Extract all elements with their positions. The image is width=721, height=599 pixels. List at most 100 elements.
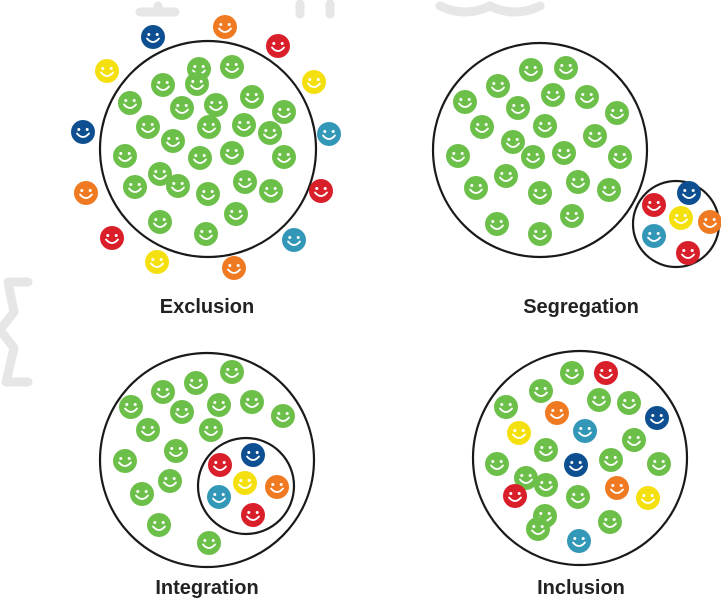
smiley-face-icon xyxy=(113,144,137,168)
smiley-face-icon xyxy=(608,145,632,169)
smiley-face-icon xyxy=(605,101,629,125)
smiley-face-icon xyxy=(232,113,256,137)
smiley-face-icon xyxy=(188,146,212,170)
smiley-face-icon xyxy=(185,72,209,96)
smiley-face-icon xyxy=(528,181,552,205)
smiley-face-icon xyxy=(533,114,557,138)
smiley-face-icon xyxy=(501,130,525,154)
smiley-face-icon xyxy=(528,222,552,246)
smiley-face-icon xyxy=(147,513,171,537)
smiley-face-icon xyxy=(575,85,599,109)
watermark xyxy=(0,0,545,387)
smiley-face-icon xyxy=(259,179,283,203)
majority-group-circle xyxy=(431,41,649,259)
inclusion-diagram xyxy=(471,349,689,567)
smiley-face-icon xyxy=(519,58,543,82)
smiley-face-icon xyxy=(521,145,545,169)
smiley-face-icon xyxy=(597,178,621,202)
smiley-face-icon xyxy=(594,361,618,385)
smiley-face-icon xyxy=(208,453,232,477)
smiley-face-icon xyxy=(534,473,558,497)
smiley-face-icon xyxy=(534,438,558,462)
smiley-face-icon xyxy=(526,517,550,541)
smiley-face-icon xyxy=(184,371,208,395)
smiley-face-icon xyxy=(233,170,257,194)
smiley-face-icon xyxy=(642,193,666,217)
smiley-face-icon xyxy=(197,115,221,139)
smiley-face-icon xyxy=(118,91,142,115)
smiley-face-icon xyxy=(541,83,565,107)
smiley-face-icon xyxy=(166,174,190,198)
smiley-face-icon xyxy=(265,475,289,499)
smiley-face-icon xyxy=(566,485,590,509)
smiley-face-icon xyxy=(506,96,530,120)
smiley-face-icon xyxy=(207,485,231,509)
smiley-face-icon xyxy=(272,100,296,124)
smiley-face-icon xyxy=(74,181,98,205)
exclusion-panel: Exclusion xyxy=(71,15,341,318)
smiley-face-icon xyxy=(194,222,218,246)
smiley-face-icon xyxy=(100,226,124,250)
smiley-face-icon xyxy=(645,406,669,430)
smiley-face-icon xyxy=(170,96,194,120)
smiley-face-icon xyxy=(485,212,509,236)
smiley-face-icon xyxy=(486,74,510,98)
segregation-panel: Segregation xyxy=(431,41,721,318)
smiley-face-icon xyxy=(148,162,172,186)
smiley-face-icon xyxy=(164,439,188,463)
smiley-face-icon xyxy=(207,393,231,417)
inclusion-panel: Inclusion xyxy=(471,349,689,599)
smiley-face-icon xyxy=(224,202,248,226)
smiley-face-icon xyxy=(587,388,611,412)
smiley-face-icon xyxy=(213,15,237,39)
smiley-face-icon xyxy=(199,418,223,442)
smiley-face-icon xyxy=(514,466,538,490)
smiley-face-icon xyxy=(642,224,666,248)
smiley-face-icon xyxy=(552,141,576,165)
segregation-diagram xyxy=(431,41,721,269)
smiley-face-icon xyxy=(545,401,569,425)
smiley-face-icon xyxy=(302,70,326,94)
smiley-face-icon xyxy=(130,482,154,506)
integration-diagram xyxy=(98,351,316,569)
smiley-face-icon xyxy=(317,122,341,146)
smiley-face-icon xyxy=(669,206,693,230)
smiley-face-icon xyxy=(95,59,119,83)
exclusion-diagram xyxy=(71,15,341,280)
smiley-face-icon xyxy=(151,380,175,404)
smiley-face-icon xyxy=(560,361,584,385)
smiley-face-icon xyxy=(240,85,264,109)
smiley-face-icon xyxy=(282,228,306,252)
smiley-face-icon xyxy=(161,129,185,153)
smiley-face-icon xyxy=(258,121,282,145)
smiley-face-icon xyxy=(220,360,244,384)
smiley-face-icon xyxy=(676,241,700,265)
smiley-face-icon xyxy=(566,170,590,194)
smiley-face-icon xyxy=(222,256,246,280)
smiley-face-icon xyxy=(494,395,518,419)
smiley-face-icon xyxy=(148,210,172,234)
smiley-face-icon xyxy=(598,510,622,534)
integration-label: Integration xyxy=(155,577,258,599)
smiley-face-icon xyxy=(220,141,244,165)
smiley-face-icon xyxy=(136,418,160,442)
exclusion-label: Exclusion xyxy=(160,296,254,318)
smiley-face-icon xyxy=(507,421,531,445)
smiley-face-icon xyxy=(119,395,143,419)
smiley-face-icon xyxy=(151,73,175,97)
integration-panel: Integration xyxy=(98,351,316,599)
smiley-face-icon xyxy=(567,529,591,553)
smiley-face-icon xyxy=(196,182,220,206)
smiley-face-icon xyxy=(503,484,527,508)
smiley-face-icon xyxy=(141,25,165,49)
smiley-face-icon xyxy=(204,93,228,117)
smiley-face-icon xyxy=(560,204,584,228)
smiley-face-icon xyxy=(123,175,147,199)
smiley-face-icon xyxy=(241,503,265,527)
inclusion-group-circle xyxy=(471,349,689,567)
smiley-face-icon xyxy=(266,34,290,58)
smiley-face-icon xyxy=(564,453,588,477)
smiley-face-icon xyxy=(554,56,578,80)
integration-group-circle xyxy=(98,351,316,569)
exclusion-group-circle xyxy=(98,39,318,259)
